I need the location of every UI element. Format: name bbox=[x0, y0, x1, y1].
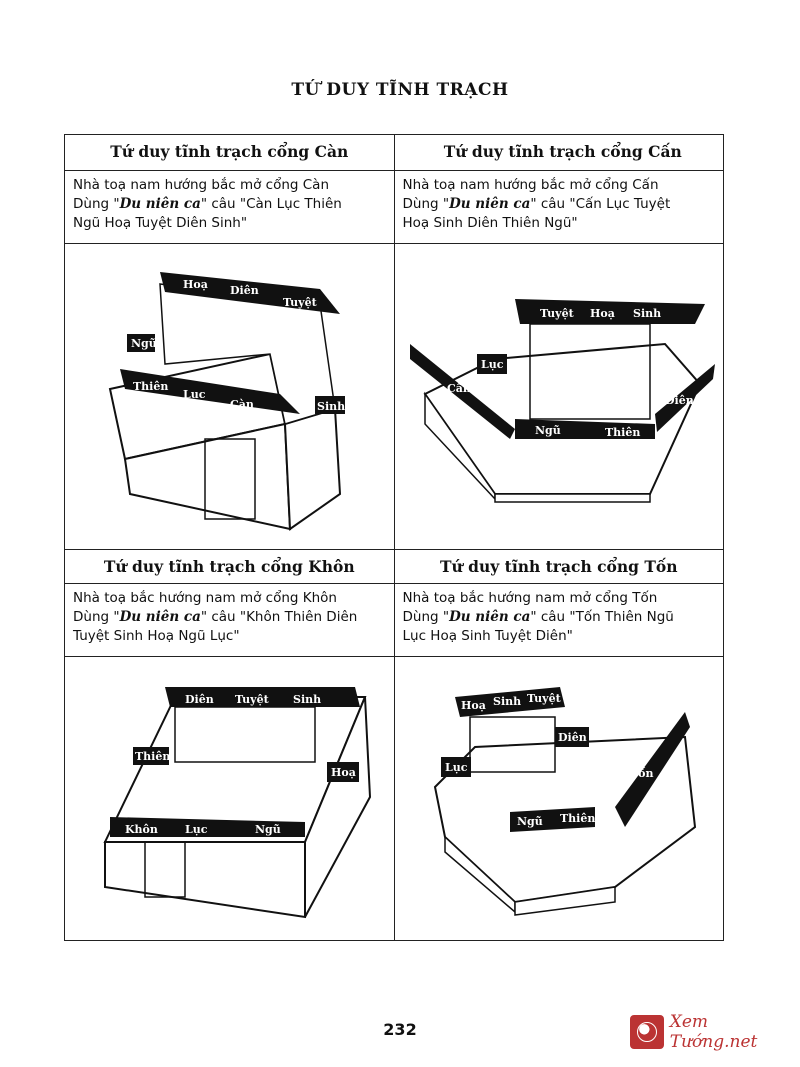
heading-label: Tứ duy tĩnh trạch cổng Khôn bbox=[103, 557, 355, 576]
diagram-label: Thiên bbox=[133, 380, 168, 393]
diagram-label: Ngũ bbox=[517, 815, 543, 828]
heading-label: Tứ duy tĩnh trạch cổng Tốn bbox=[439, 557, 678, 576]
diagram-label: Càn bbox=[230, 398, 254, 411]
diagram-label: Hoạ bbox=[183, 278, 208, 291]
diagram-label: Lục bbox=[445, 761, 468, 774]
description-line: Tuyệt Sinh Hoạ Ngũ Lục" bbox=[73, 628, 240, 644]
diagram-label: Sinh bbox=[317, 400, 345, 413]
diagram-label: Cấn bbox=[447, 382, 471, 395]
cell-heading-can-gate: Tứ duy tĩnh trạch cổng Cấn bbox=[393, 134, 724, 171]
diagram-label: Diên bbox=[558, 731, 587, 744]
description-line: Nhà toạ bắc hướng nam mở cổng Tốn bbox=[402, 590, 658, 606]
diagram-label: Lục bbox=[183, 388, 206, 401]
diagram-label: Tốn bbox=[630, 767, 654, 780]
description-line: Dùng "Du niên ca" câu "Cấn Lục Tuyệt bbox=[402, 196, 671, 212]
cell-heading-can: Tứ duy tĩnh trạch cổng Càn bbox=[64, 134, 395, 171]
diagram-label: Ngũ bbox=[255, 823, 281, 836]
cell-description-can-gate: Nhà toạ nam hướng bắc mở cổng Cấn Dùng "… bbox=[393, 170, 724, 244]
diagram-label: Thiên bbox=[605, 426, 640, 439]
cell-description-khon: Nhà toạ bắc hướng nam mở cổng Khôn Dùng … bbox=[64, 583, 395, 657]
cell-description-ton: Nhà toạ bắc hướng nam mở cổng Tốn Dùng "… bbox=[393, 583, 724, 657]
diagram-label: Lục bbox=[481, 358, 504, 371]
description-line: Dùng "Du niên ca" câu "Càn Lục Thiên bbox=[73, 196, 342, 212]
diagram-label: Lục bbox=[185, 823, 208, 836]
diagram-label: Sinh bbox=[493, 695, 521, 708]
description-line: Nhà toạ nam hướng bắc mở cổng Càn bbox=[73, 177, 330, 193]
house-drawing: Diên Tuyệt Sinh Thiên Hoạ Khôn Lục Ngũ bbox=[103, 687, 372, 919]
page-number: 232 bbox=[383, 1020, 417, 1039]
house-illustration-can-gate: Tuyệt Hoạ Sinh Lục Cấn Ngũ Thiên Diên bbox=[393, 243, 724, 550]
house-illustration-ton: Hoạ Sinh Tuyệt Diên Lục Tốn Ngũ Thiên bbox=[393, 656, 724, 941]
cell-description-can: Nhà toạ nam hướng bắc mở cổng Càn Dùng "… bbox=[64, 170, 395, 244]
description-line: Ngũ Hoạ Tuyệt Diên Sinh" bbox=[73, 215, 248, 231]
description-line: Dùng "Du niên ca" câu "Khôn Thiên Diên bbox=[73, 609, 358, 625]
diagram-label: Tuyệt bbox=[540, 307, 575, 320]
diagram-label: Diên bbox=[230, 284, 259, 297]
watermark-text: Xem Tướng.net bbox=[669, 1012, 758, 1052]
cell-heading-khon: Tứ duy tĩnh trạch cổng Khôn bbox=[64, 549, 395, 584]
diagram-label: Hoạ bbox=[590, 307, 615, 320]
watermark-logo: Xem Tướng.net bbox=[630, 1012, 800, 1052]
diagram-label: Thiên bbox=[560, 812, 595, 825]
diagram-label: Sinh bbox=[633, 307, 661, 320]
diagram-label: Hoạ bbox=[331, 766, 356, 779]
cell-heading-ton: Tứ duy tĩnh trạch cổng Tốn bbox=[393, 549, 724, 584]
house-illustration-can: Hoạ Diên Tuyệt Ngũ Thiên Lục Càn Sinh bbox=[64, 243, 395, 550]
diagram-label: Ngũ bbox=[535, 424, 561, 437]
description-line: Nhà toạ bắc hướng nam mở cổng Khôn bbox=[73, 590, 337, 606]
diagram-label: Sinh bbox=[293, 693, 321, 706]
house-drawing: Tuyệt Hoạ Sinh Lục Cấn Ngũ Thiên Diên bbox=[409, 299, 715, 503]
description-line: Dùng "Du niên ca" câu "Tốn Thiên Ngũ bbox=[402, 609, 674, 625]
heading-label: Tứ duy tĩnh trạch cổng Càn bbox=[110, 142, 349, 161]
yin-yang-icon bbox=[630, 1015, 664, 1049]
diagram-label: Ngũ bbox=[131, 337, 157, 350]
diagram-label: Tuyệt bbox=[527, 692, 562, 705]
house-illustration-khon: Diên Tuyệt Sinh Thiên Hoạ Khôn Lục Ngũ bbox=[64, 656, 395, 941]
diagram-label: Tuyệt bbox=[235, 693, 270, 706]
house-drawing: Hoạ Diên Tuyệt Ngũ Thiên Lục Càn Sinh bbox=[108, 272, 345, 531]
heading-label: Tứ duy tĩnh trạch cổng Cấn bbox=[443, 142, 682, 161]
description-line: Hoạ Sinh Diên Thiên Ngũ" bbox=[402, 215, 578, 231]
diagram-label: Thiên bbox=[135, 750, 170, 763]
description-line: Lục Hoạ Sinh Tuyệt Diên" bbox=[402, 628, 573, 644]
page-title: TỨ DUY TĨNH TRẠCH bbox=[291, 80, 509, 100]
diagram-label: Hoạ bbox=[461, 699, 486, 712]
diagram-label: Diên bbox=[665, 394, 694, 407]
diagram-label: Khôn bbox=[125, 823, 158, 836]
house-drawing: Hoạ Sinh Tuyệt Diên Lục Tốn Ngũ Thiên bbox=[433, 687, 696, 916]
diagram-label: Tuyệt bbox=[283, 296, 318, 309]
house-diagram-table: Tứ duy tĩnh trạch cổng Càn Tứ duy tĩnh t… bbox=[64, 134, 724, 941]
diagram-label: Diên bbox=[185, 693, 214, 706]
description-line: Nhà toạ nam hướng bắc mở cổng Cấn bbox=[402, 177, 659, 193]
